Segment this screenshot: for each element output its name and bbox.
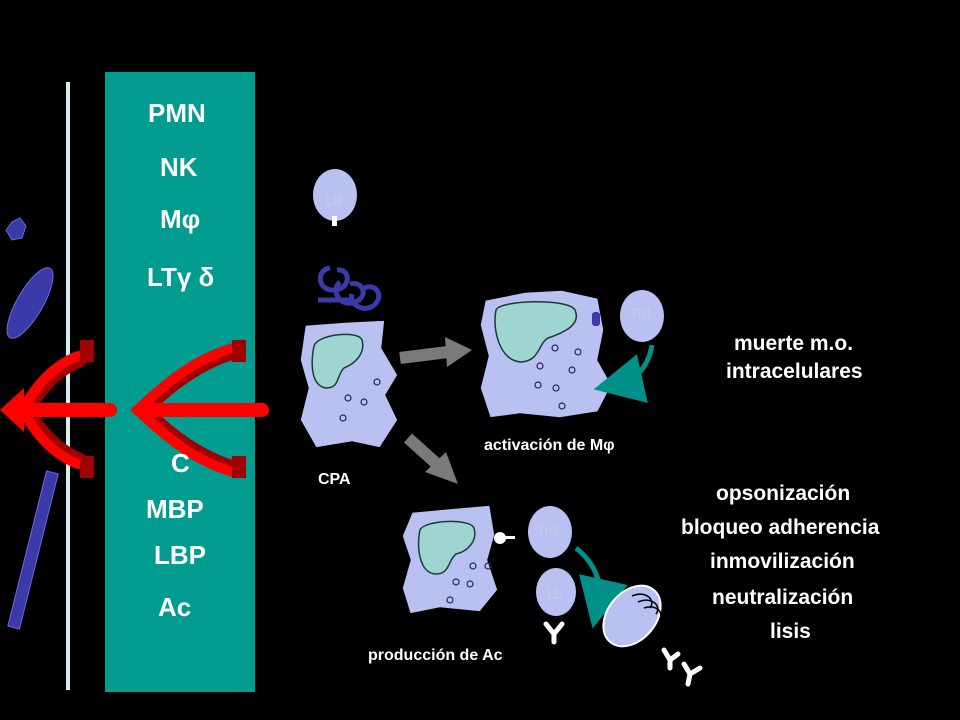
th2-cell bbox=[528, 506, 572, 558]
teal-arrow-th2 bbox=[574, 546, 628, 629]
cell-label-th2: Th2 bbox=[537, 523, 560, 538]
band-label-lt: LTγ δ bbox=[147, 262, 215, 292]
teal-arrow-th1 bbox=[593, 344, 655, 403]
microorganism-icon bbox=[602, 584, 662, 648]
outcome-humoral-line-5: lisis bbox=[770, 620, 811, 643]
red-arrow-stub-top-left bbox=[80, 340, 94, 362]
receptor-notch-icon bbox=[592, 312, 600, 326]
lb-cell-bottom bbox=[536, 568, 576, 616]
band-label-mbp: MBP bbox=[146, 494, 204, 524]
caption-production: producción de Ac bbox=[368, 647, 503, 664]
caption-cpa: CPA bbox=[318, 471, 351, 488]
band-label-pmn: PMN bbox=[148, 98, 206, 128]
outcome-intracellular-line-2: intracelulares bbox=[726, 360, 863, 383]
red-arrowhead-middle bbox=[130, 388, 154, 432]
grey-arrow-to-production bbox=[403, 433, 458, 484]
cell-label-th1: Th1 bbox=[630, 306, 653, 321]
red-migration-arrows bbox=[13, 343, 269, 477]
activated-macrophage-nucleus bbox=[494, 301, 578, 363]
band-label-ac: Ac bbox=[158, 592, 192, 622]
outcome-humoral-line-3: inmovilización bbox=[710, 550, 855, 573]
microorganism-folds bbox=[631, 593, 662, 621]
activated-macrophage-granules bbox=[534, 344, 582, 410]
antigen-loop-icon bbox=[318, 265, 382, 311]
cpa-nucleus bbox=[311, 333, 364, 389]
outcome-humoral-line-4: neutralización bbox=[712, 586, 854, 609]
oval-cell-shape bbox=[6, 267, 54, 339]
cpa-granules bbox=[339, 378, 381, 422]
antibody-producing-nucleus bbox=[417, 520, 476, 575]
receptor-bar-icon bbox=[505, 536, 515, 539]
cell-label-lb-bottom: LB bbox=[547, 586, 563, 601]
antibody-producing-granules bbox=[446, 562, 492, 604]
antibody-icon-1 bbox=[661, 647, 681, 671]
rod-cell-shape bbox=[7, 470, 59, 630]
red-arrowhead-left bbox=[0, 388, 24, 432]
outcome-humoral-line-2: bloqueo adherencia bbox=[681, 516, 880, 539]
cell-label-lb-top: LB bbox=[326, 193, 342, 208]
hexagon-cell-shape bbox=[5, 217, 27, 241]
band-label-mphi: Mφ bbox=[160, 204, 201, 234]
band-label-c: C bbox=[171, 448, 190, 478]
antibody-icon-below-lb bbox=[543, 621, 565, 645]
outcome-intracellular-line-1: muerte m.o. bbox=[734, 332, 854, 355]
antibody-icon-2 bbox=[681, 661, 703, 687]
th1-cell bbox=[620, 290, 664, 342]
outcome-humoral-line-1: opsonización bbox=[716, 482, 851, 505]
receptor-dot-icon bbox=[494, 532, 506, 544]
band-label-lbp: LBP bbox=[154, 540, 206, 570]
band-label-nk: NK bbox=[160, 152, 198, 182]
caption-activation: activación de Mφ bbox=[484, 437, 615, 454]
red-arrow-stub-top-right bbox=[232, 340, 246, 362]
red-arrow-stub-bottom-left bbox=[80, 456, 94, 478]
lb-cell-top bbox=[313, 169, 357, 221]
grey-arrow-to-activation bbox=[399, 337, 472, 367]
lb-cell-stalk bbox=[332, 216, 337, 226]
red-arrow-stub-bottom-right bbox=[232, 456, 246, 478]
